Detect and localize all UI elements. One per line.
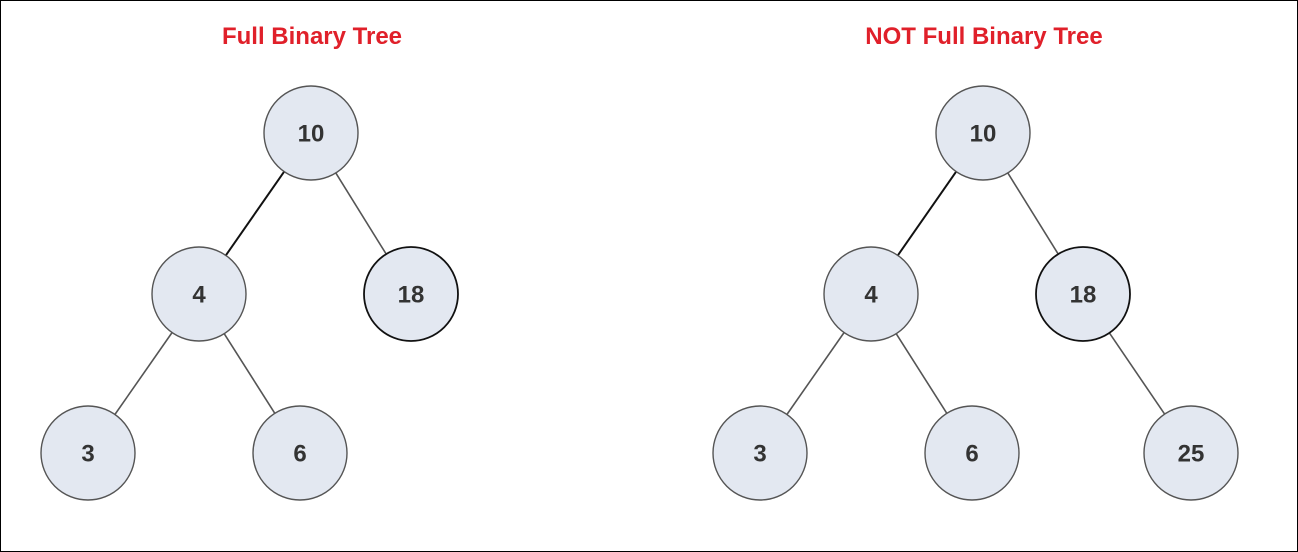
tree-node-right-right: 25 [1143, 405, 1239, 501]
node-label: 10 [298, 121, 325, 148]
tree-node-left: 4 [151, 246, 247, 342]
node-circle [712, 405, 808, 501]
edge-root-to-left [224, 171, 286, 256]
node-label: 3 [81, 441, 94, 468]
node-circle [40, 405, 136, 501]
node-label: 25 [1178, 441, 1205, 468]
tree-node-right: 18 [363, 246, 459, 342]
node-label: 6 [293, 441, 306, 468]
edge-left-to-left-right [223, 333, 276, 414]
node-circle [151, 246, 247, 342]
node-label: 18 [398, 282, 425, 309]
tree-node-left: 4 [823, 246, 919, 342]
node-circle [1035, 246, 1131, 342]
tree-node-left-right: 6 [252, 405, 348, 501]
node-circle [823, 246, 919, 342]
tree-node-left-right: 6 [924, 405, 1020, 501]
edge-left-to-left-left [114, 332, 173, 415]
edge-root-to-right [335, 172, 387, 255]
edge-root-to-left [896, 171, 958, 256]
tree-node-left-left: 3 [40, 405, 136, 501]
node-label: 10 [970, 121, 997, 148]
node-label: 3 [753, 441, 766, 468]
node-circle [252, 405, 348, 501]
node-label: 18 [1070, 282, 1097, 309]
node-label: 6 [965, 441, 978, 468]
edge-root-to-right [1007, 172, 1059, 255]
tree-node-root: 10 [263, 85, 359, 181]
edge-left-to-left-right [895, 333, 948, 414]
tree-node-left-left: 3 [712, 405, 808, 501]
full-binary-tree-title: Full Binary Tree [221, 23, 403, 50]
edge-left-to-left-left [786, 332, 845, 415]
full-binary-tree: 10 4 18 3 6 [40, 85, 459, 501]
tree-node-right: 18 [1035, 246, 1131, 342]
tree-node-root: 10 [935, 85, 1031, 181]
node-circle [935, 85, 1031, 181]
node-circle [1143, 405, 1239, 501]
node-circle [363, 246, 459, 342]
not-full-binary-tree: 10 4 18 3 6 25 [712, 85, 1239, 501]
edge-right-to-right-right [1108, 332, 1166, 415]
node-circle [924, 405, 1020, 501]
node-label: 4 [864, 282, 878, 309]
node-circle [263, 85, 359, 181]
not-full-binary-tree-title: NOT Full Binary Tree [865, 23, 1103, 50]
node-label: 4 [192, 282, 206, 309]
